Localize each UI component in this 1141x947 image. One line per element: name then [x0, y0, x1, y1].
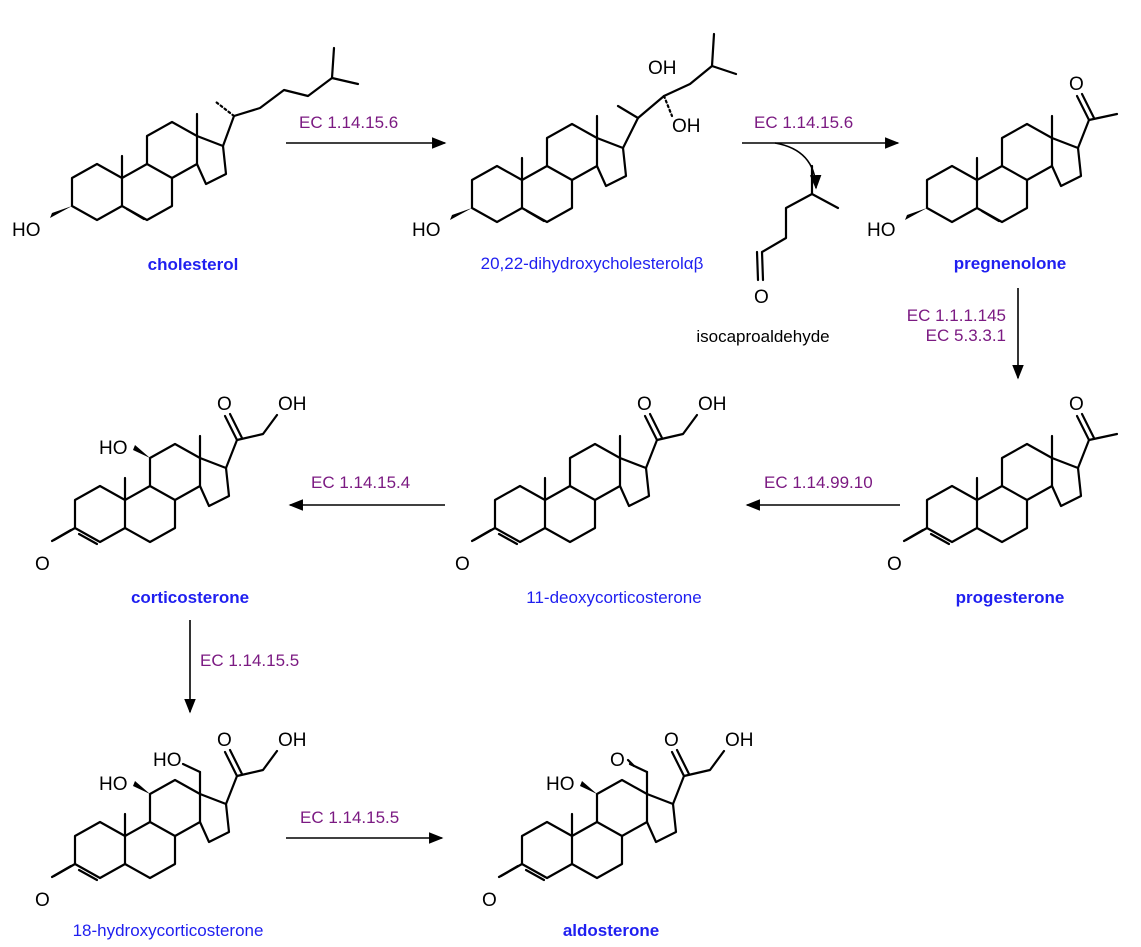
o-atom-3: O	[455, 554, 470, 575]
o-atom-3: O	[35, 890, 50, 911]
reaction-arrow-7: EC 1.14.15.5	[286, 808, 444, 844]
o-atom-20: O	[1069, 394, 1084, 415]
o-atom-18: O	[610, 750, 625, 771]
o-atom-3: O	[887, 554, 902, 575]
o-atom: O	[1069, 74, 1084, 95]
isocaproaldehyde-structure: O	[754, 164, 840, 308]
enzyme-label-3b: EC 5.3.3.1	[926, 326, 1006, 345]
oh-atom-22: OH	[672, 116, 701, 137]
name-progesterone: progesterone	[956, 588, 1065, 607]
o-atom: O	[754, 287, 769, 308]
ho-atom: HO	[412, 220, 441, 241]
deoxycorticosterone-structure: O O OH	[455, 394, 727, 575]
o-atom-20: O	[217, 394, 232, 415]
reaction-arrow-3: EC 1.1.1.145 EC 5.3.3.1	[907, 288, 1024, 380]
reaction-arrow-6: EC 1.14.15.5	[184, 620, 299, 714]
ho-atom-18: HO	[153, 750, 182, 771]
name-deoxycorticosterone: 11-deoxycorticosterone	[526, 588, 701, 607]
name-pregnenolone: pregnenolone	[954, 254, 1066, 273]
o-atom-3: O	[35, 554, 50, 575]
enzyme-label-4: EC 1.14.99.10	[764, 473, 873, 492]
cholesterol-structure: HO	[12, 46, 360, 241]
enzyme-label-5: EC 1.14.15.4	[311, 473, 410, 492]
enzyme-label-6: EC 1.14.15.5	[200, 651, 299, 670]
oh-atom-20: OH	[648, 58, 677, 79]
o-atom-20: O	[637, 394, 652, 415]
oh-atom-21: OH	[725, 730, 754, 751]
ho-atom-11: HO	[546, 774, 575, 795]
ho-atom-11: HO	[99, 774, 128, 795]
name-cholesterol: cholesterol	[148, 255, 239, 274]
enzyme-label-2: EC 1.14.15.6	[754, 113, 853, 132]
oh-atom-21: OH	[698, 394, 727, 415]
reaction-arrow-1: EC 1.14.15.6	[286, 113, 447, 149]
reaction-arrow-5: EC 1.14.15.4	[288, 473, 445, 511]
reaction-arrow-4: EC 1.14.99.10	[745, 473, 900, 511]
name-dihydroxycholesterol: 20,22-dihydroxycholesterolαβ	[481, 254, 704, 273]
name-aldosterone: aldosterone	[563, 921, 659, 940]
hydroxycorticosterone-structure: O HO HO O OH	[35, 730, 307, 911]
name-isocaproaldehyde: isocaproaldehyde	[696, 327, 829, 346]
enzyme-label-1: EC 1.14.15.6	[299, 113, 398, 132]
enzyme-label-3a: EC 1.1.1.145	[907, 306, 1006, 325]
oh-atom-21: OH	[278, 394, 307, 415]
dihydroxycholesterol-structure: HO OH OH	[412, 32, 738, 241]
reaction-arrow-2: EC 1.14.15.6	[742, 113, 900, 190]
ho-atom: HO	[867, 220, 896, 241]
enzyme-label-7: EC 1.14.15.5	[300, 808, 399, 827]
progesterone-structure: O O	[887, 394, 1119, 575]
corticosterone-structure: O HO O OH	[35, 394, 307, 575]
aldosterone-structure: O HO O O OH	[482, 730, 754, 911]
oh-atom-21: OH	[278, 730, 307, 751]
name-hydroxycorticosterone: 18-hydroxycorticosterone	[73, 921, 264, 940]
name-corticosterone: corticosterone	[131, 588, 249, 607]
pregnenolone-structure: HO O	[867, 74, 1119, 241]
ho-atom: HO	[12, 220, 41, 241]
o-atom-20: O	[664, 730, 679, 751]
ho-atom-11: HO	[99, 438, 128, 459]
o-atom-3: O	[482, 890, 497, 911]
o-atom-20: O	[217, 730, 232, 751]
